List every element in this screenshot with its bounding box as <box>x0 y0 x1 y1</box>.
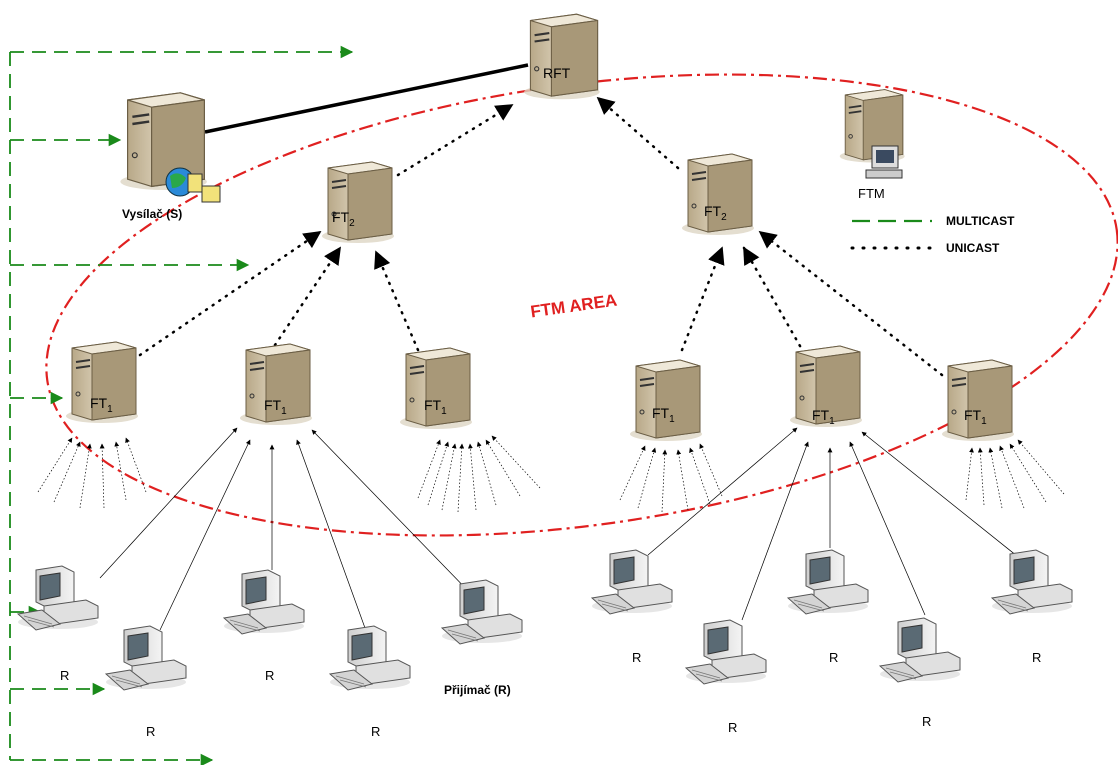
receiver-pc[interactable] <box>685 619 767 685</box>
receiver-links <box>99 427 1023 631</box>
receiver-pc[interactable] <box>329 625 411 691</box>
ft1-server[interactable] <box>629 359 703 442</box>
fan-lines <box>37 435 1065 513</box>
ftm-monitor-icon <box>865 145 903 179</box>
unicast-lines <box>138 96 944 377</box>
receiver-label: R <box>60 668 69 683</box>
ft1-label: FT1 <box>424 397 447 417</box>
ft2-right-label: FT2 <box>704 203 727 223</box>
receiver-pc[interactable] <box>17 565 99 631</box>
legend-unicast-label: UNICAST <box>946 241 1000 255</box>
sender-rft-link <box>204 63 529 134</box>
receiver-pc[interactable] <box>441 579 523 645</box>
receiver-pc[interactable] <box>787 549 869 615</box>
receiver-label: R <box>922 714 931 729</box>
receiver-label: R <box>728 720 737 735</box>
multicast-lines <box>9 45 354 765</box>
ft2-right-server[interactable] <box>681 153 755 236</box>
receiver-pc[interactable] <box>105 625 187 691</box>
ft2-left-label: FT2 <box>332 209 355 229</box>
receiver-label: R <box>371 724 380 739</box>
ft1-label: FT1 <box>264 397 287 417</box>
ft1-label: FT1 <box>652 405 675 425</box>
legend-multicast-label: MULTICAST <box>946 214 1015 228</box>
globe-icon <box>165 167 221 203</box>
receiver-label: R <box>829 650 838 665</box>
receiver-label: R <box>265 668 274 683</box>
receiver-label: R <box>1032 650 1041 665</box>
receiver-pc[interactable] <box>879 617 961 683</box>
receiver-named-label: Přijímač (R) <box>444 683 511 697</box>
ft1-server[interactable] <box>941 359 1015 442</box>
ft2-left-server[interactable] <box>321 161 395 244</box>
receiver-label: R <box>632 650 641 665</box>
rft-label: RFT <box>543 65 571 81</box>
receiver-pc[interactable] <box>223 569 305 635</box>
ft1-label: FT1 <box>812 407 835 427</box>
legend: MULTICAST UNICAST <box>850 214 1015 255</box>
ftm-area-label: FTM AREA <box>529 291 618 322</box>
ft1-server[interactable] <box>399 347 473 430</box>
receiver-label: R <box>146 724 155 739</box>
rft-server[interactable] <box>523 13 601 101</box>
sender-label: Vysílač (S) <box>122 207 182 221</box>
ft1-label: FT1 <box>90 395 113 415</box>
ft1-label: FT1 <box>964 407 987 427</box>
receiver-pc[interactable] <box>991 549 1073 615</box>
receiver-pc[interactable] <box>591 549 673 615</box>
ftm-label: FTM <box>858 186 885 201</box>
